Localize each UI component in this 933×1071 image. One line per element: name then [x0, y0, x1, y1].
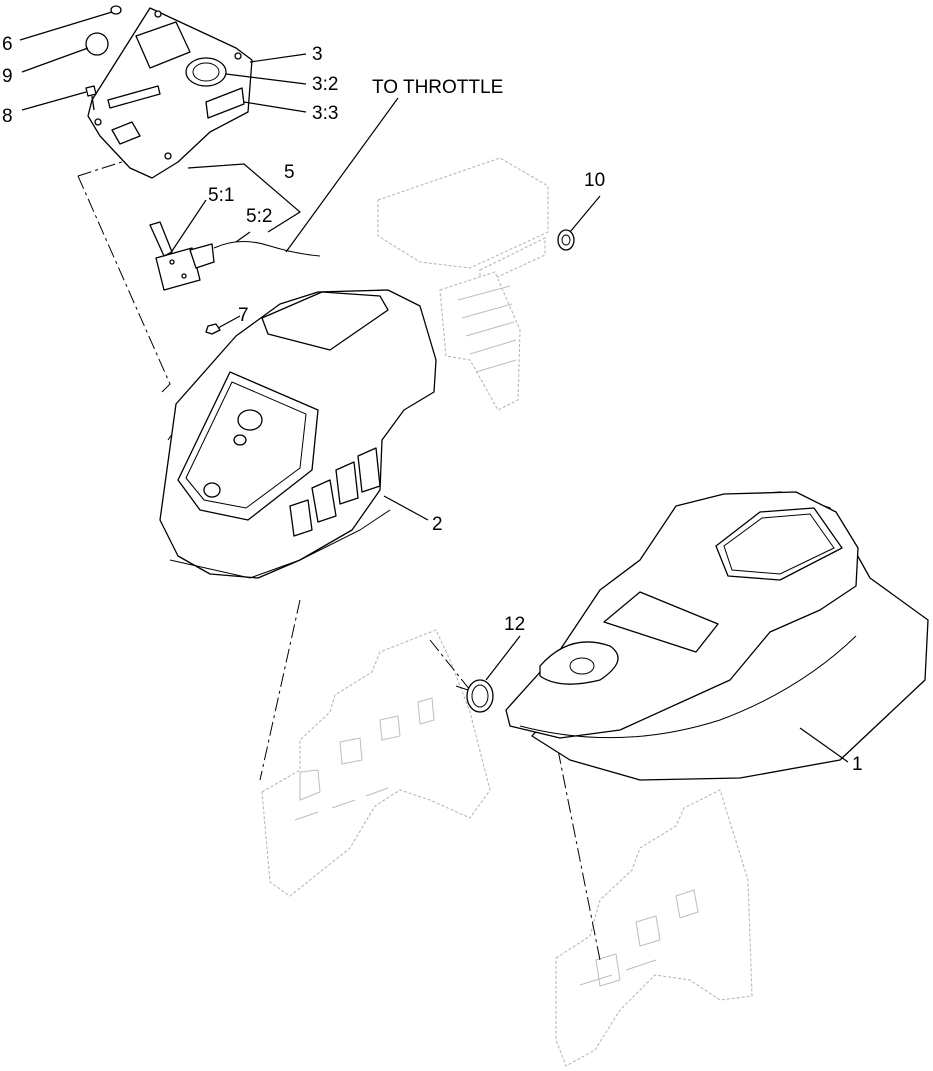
leader-5-2 [235, 231, 251, 243]
callout-5: 5 [284, 162, 295, 183]
control-panel-plate [87, 7, 253, 179]
leader-8 [21, 91, 87, 111]
clip-part-10 [557, 229, 575, 251]
callout-3-3: 3:3 [312, 103, 338, 124]
leader-2 [383, 495, 429, 521]
ghost-panel-right [555, 789, 753, 1067]
leader-6 [19, 11, 113, 41]
clamp-part-12 [455, 679, 494, 713]
alignment-line-throttle-to-console [429, 639, 471, 691]
leader-12 [485, 635, 521, 681]
leader-3 [249, 53, 307, 63]
callout-3-2: 3:2 [312, 74, 338, 95]
callout-5-2: 5:2 [246, 206, 272, 227]
callout-to-throttle: TO THROTTLE [372, 77, 503, 98]
callout-1: 1 [852, 754, 863, 775]
leader-1 [799, 727, 849, 763]
leader-5-bracket [187, 163, 302, 233]
knob-part-6 [110, 5, 122, 15]
bolt-part-8 [85, 85, 97, 111]
leader-to-throttle [285, 97, 399, 253]
callout-3: 3 [312, 44, 323, 65]
alignment-line-console-to-panel [77, 159, 301, 781]
leader-3-2 [225, 73, 307, 85]
callout-5-1: 5:1 [208, 185, 234, 206]
leader-10 [569, 195, 601, 233]
console-housing [159, 289, 437, 579]
ghost-bracket-upper [377, 157, 549, 411]
callout-12: 12 [504, 614, 525, 635]
callout-2: 2 [432, 514, 443, 535]
callout-10: 10 [584, 170, 605, 191]
callout-8: 8 [2, 106, 13, 127]
callout-9: 9 [2, 66, 13, 87]
seat-assembly [505, 491, 929, 781]
throttle-control [149, 221, 321, 291]
leader-7 [217, 315, 241, 329]
ghost-panel-left [261, 629, 491, 897]
alignment-line-seat-to-panel [557, 749, 601, 961]
callout-6: 6 [2, 34, 13, 55]
leader-9 [21, 47, 89, 73]
leader-3-3 [243, 101, 307, 113]
ball-part-9 [85, 32, 109, 56]
nut-part-7 [205, 323, 221, 335]
callout-7: 7 [238, 305, 249, 326]
leader-5-1 [169, 199, 207, 255]
